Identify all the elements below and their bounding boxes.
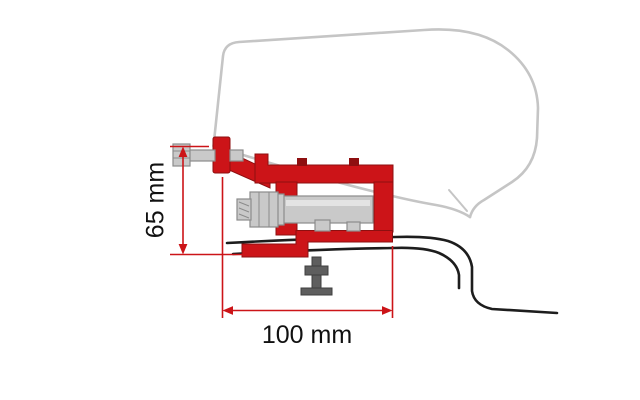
width-dimension: 100 mm bbox=[221, 177, 394, 349]
hardware bbox=[172, 143, 374, 296]
hex-nut-facets bbox=[258, 192, 270, 227]
width-extension-lines bbox=[221, 177, 394, 318]
awning-rail bbox=[254, 153, 394, 184]
clamp-bolt-tip bbox=[229, 149, 244, 162]
roller-highlight bbox=[286, 200, 370, 206]
height-extension-lines bbox=[170, 145, 243, 256]
foot-bolt-nut bbox=[304, 265, 329, 276]
roof-edge-step bbox=[448, 189, 468, 212]
height-dimension: 65 mm bbox=[142, 145, 243, 256]
bracket-right-upright bbox=[373, 181, 394, 233]
clamp-bolt-shaft bbox=[188, 149, 216, 162]
thread-hatch bbox=[238, 201, 250, 219]
width-arrow-right bbox=[382, 306, 393, 315]
height-arrow-bottom bbox=[178, 244, 188, 255]
height-arrow-top bbox=[178, 146, 188, 157]
roof-silhouette bbox=[212, 28, 540, 219]
width-dimension-label: 100 mm bbox=[262, 321, 352, 349]
width-arrow-left bbox=[222, 306, 233, 315]
rail-screw-left bbox=[297, 158, 307, 166]
rail-screw-right bbox=[349, 158, 359, 166]
foot-nut-right bbox=[346, 221, 361, 232]
bracket-foot bbox=[241, 230, 393, 258]
height-dimension-label: 65 mm bbox=[142, 162, 170, 238]
roller-hex-nut bbox=[249, 191, 279, 228]
foot-bolt-plate bbox=[300, 287, 333, 296]
foot-nut-left bbox=[314, 219, 331, 232]
